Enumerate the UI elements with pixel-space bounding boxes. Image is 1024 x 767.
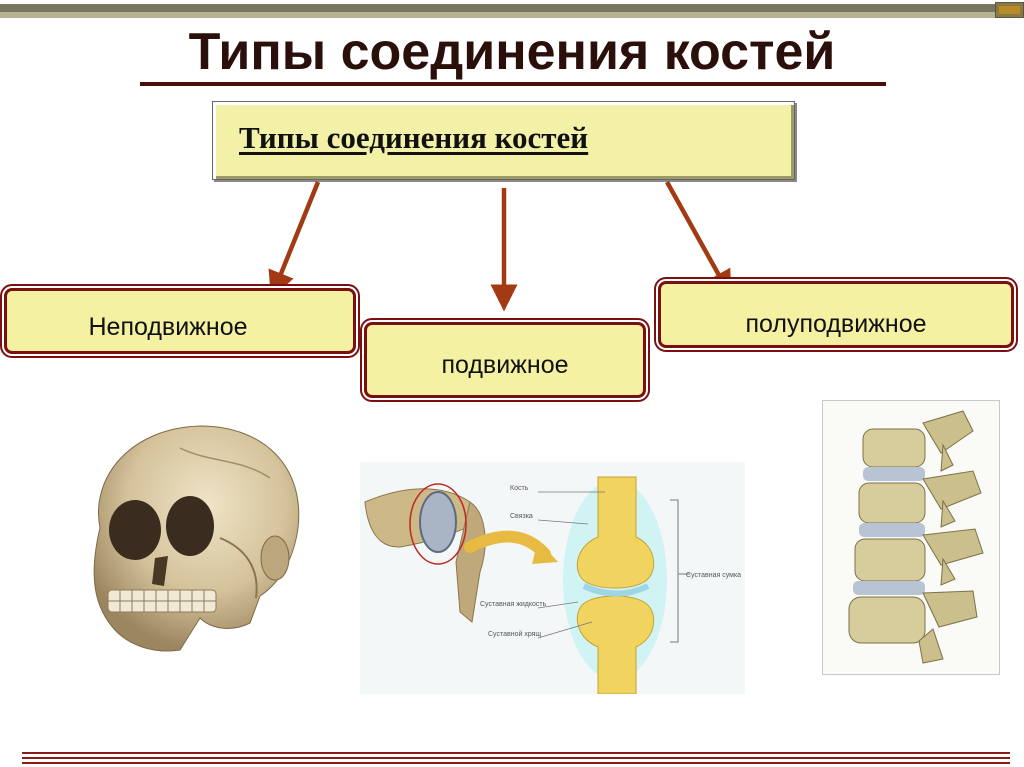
bottom-divider-line-2: [22, 757, 1010, 759]
arrow-right: [667, 182, 725, 286]
arrow-left: [276, 182, 318, 286]
top-decorative-bar: [0, 0, 1024, 22]
diagram-header-box: Типы соединения костей: [212, 101, 795, 180]
top-bar-olive-stripe: [0, 12, 995, 18]
joint-label-fluid: Суставная жидкость: [480, 601, 547, 608]
spine-image-icon: [822, 400, 1000, 675]
slide-title: Типы соединения костей: [0, 22, 1024, 82]
category-box-semimovable: полуподвижное: [658, 281, 1014, 348]
category-label-fixed: Неподвижное: [0, 313, 341, 342]
category-label-semimovable: полуподвижное: [661, 310, 1011, 339]
corner-decoration-icon: [995, 2, 1024, 18]
top-bar-dark-stripe: [0, 4, 995, 12]
category-box-fixed: Неподвижное: [4, 288, 356, 354]
bottom-divider-line-1: [22, 752, 1010, 754]
diagram-header-text: Типы соединения костей: [239, 120, 588, 156]
joint-label-ligament: Связка: [510, 513, 533, 520]
skull-image-icon: [60, 418, 315, 658]
bottom-divider-line-3: [22, 762, 1010, 764]
category-box-movable: подвижное: [364, 322, 646, 398]
joint-label-cartilage: Суставной хрящ: [488, 630, 541, 638]
joint-label-bone: Кость: [510, 485, 529, 492]
joint-diagram-image-icon: Кость Связка Суставная жидкость Суставно…: [360, 462, 745, 694]
joint-label-capsule: Суставная сумка: [686, 572, 741, 579]
category-label-movable: подвижное: [367, 351, 643, 380]
title-underline: [140, 82, 886, 86]
